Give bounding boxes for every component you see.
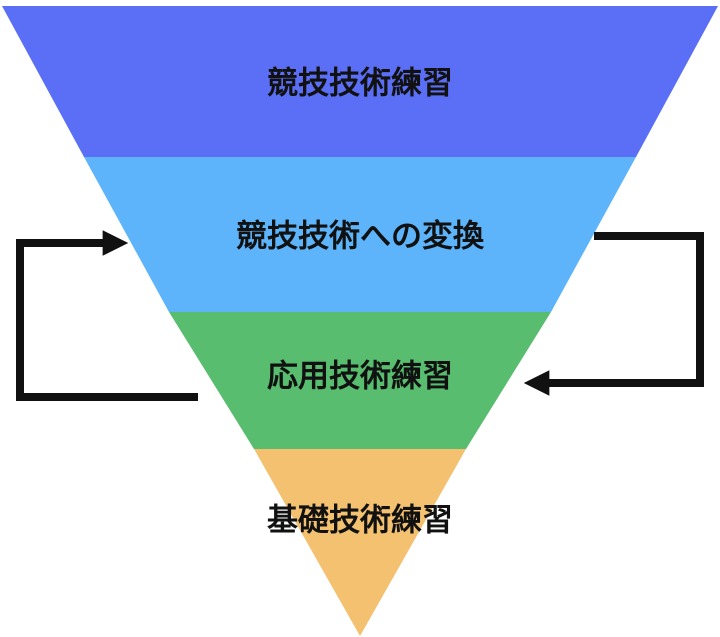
layer-label-4: 基礎技術練習 bbox=[267, 503, 453, 539]
layer-band-4 bbox=[254, 449, 466, 636]
feedback-arrow-right bbox=[523, 232, 704, 396]
layer-label-1: 競技技術練習 bbox=[267, 66, 453, 102]
layer-label-2: 競技技術への変換 bbox=[236, 219, 485, 255]
feedback-arrow-left bbox=[16, 230, 198, 401]
layer-band-1 bbox=[2, 6, 718, 157]
layer-label-3: 応用技術練習 bbox=[267, 359, 453, 395]
layer-band-3 bbox=[169, 312, 551, 449]
layer-band-2 bbox=[84, 157, 636, 312]
